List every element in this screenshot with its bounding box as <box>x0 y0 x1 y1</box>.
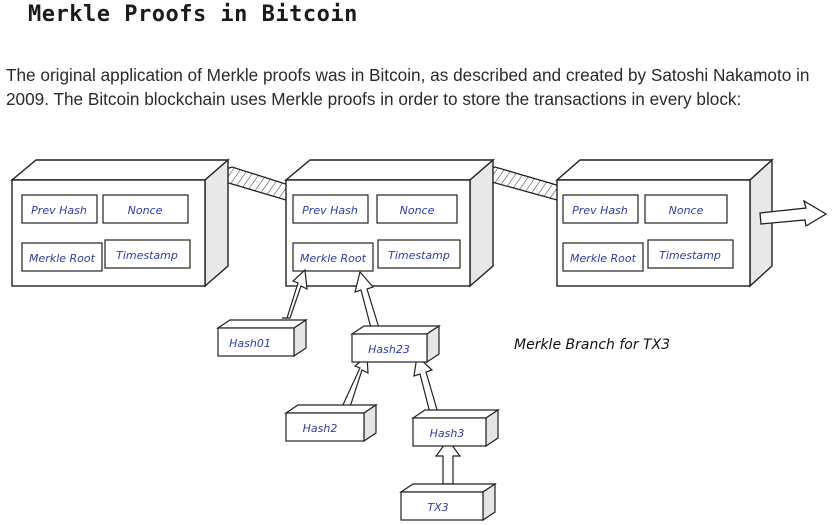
block-2: Prev Hash Nonce Merkle Root Timestamp <box>284 158 495 288</box>
node-hash2: Hash2 <box>284 403 378 443</box>
node-hash23: Hash23 <box>350 324 441 364</box>
hash23-label: Hash23 <box>368 343 410 356</box>
block-3-prev-hash-cell <box>562 194 639 224</box>
arrow-hash01-to-root <box>282 268 308 319</box>
block-2-prev-hash-cell <box>292 194 369 224</box>
arrow-hash23-to-root <box>354 270 380 329</box>
block-2-merkle-root-label: Merkle Root <box>300 252 367 265</box>
block-1-nonce-label: Nonce <box>128 204 163 217</box>
block-1-nonce-cell <box>102 194 189 224</box>
block-2-timestamp-label: Timestamp <box>388 249 450 262</box>
hash01-label: Hash01 <box>229 337 271 350</box>
chain-continue-arrow <box>759 199 828 228</box>
block-3-merkle-root-label: Merkle Root <box>570 252 637 265</box>
block-2-nonce-label: Nonce <box>400 204 435 217</box>
merkle-branch-label: Merkle Branch for TX3 <box>514 337 670 353</box>
block-2-timestamp-cell <box>377 239 461 269</box>
intro-paragraph: The original application of Merkle proof… <box>6 65 810 109</box>
article-heading: Merkle Proofs in Bitcoin <box>28 2 358 27</box>
node-tx3: TX3 <box>399 482 497 522</box>
block-2-prev-hash-label: Prev Hash <box>302 204 358 217</box>
block-1-prev-hash-cell <box>21 194 98 224</box>
merkle-diagram: Prev Hash Nonce Merkle Root Timestamp Pr… <box>10 158 828 522</box>
tx3-label: TX3 <box>427 501 448 514</box>
block-2-nonce-cell <box>376 194 458 224</box>
block-1-prev-hash-label: Prev Hash <box>31 204 87 217</box>
block-1: Prev Hash Nonce Merkle Root Timestamp <box>10 158 230 288</box>
hash3-label: Hash3 <box>430 427 465 440</box>
node-hash01: Hash01 <box>216 318 308 358</box>
block-3: Prev Hash Nonce Merkle Root Timestamp <box>555 158 774 288</box>
arrow-tx3-to-hash3 <box>434 439 462 485</box>
block-3-timestamp-cell <box>647 239 734 269</box>
block-2-merkle-root-cell <box>292 242 374 272</box>
block-1-timestamp-cell <box>104 239 191 269</box>
node-hash3: Hash3 <box>411 408 500 448</box>
block-3-nonce-label: Nonce <box>669 204 704 217</box>
hash2-label: Hash2 <box>303 422 338 435</box>
block-3-timestamp-label: Timestamp <box>659 249 721 262</box>
block-3-prev-hash-label: Prev Hash <box>572 204 628 217</box>
block-1-timestamp-label: Timestamp <box>116 249 178 262</box>
block-1-merkle-root-label: Merkle Root <box>29 252 96 265</box>
block-1-merkle-root-cell <box>21 242 103 272</box>
block-3-merkle-root-cell <box>562 242 644 272</box>
arrow-hash2-to-hash23 <box>341 354 369 408</box>
arrow-hash3-to-hash23 <box>413 354 439 414</box>
block-3-nonce-cell <box>644 194 728 224</box>
